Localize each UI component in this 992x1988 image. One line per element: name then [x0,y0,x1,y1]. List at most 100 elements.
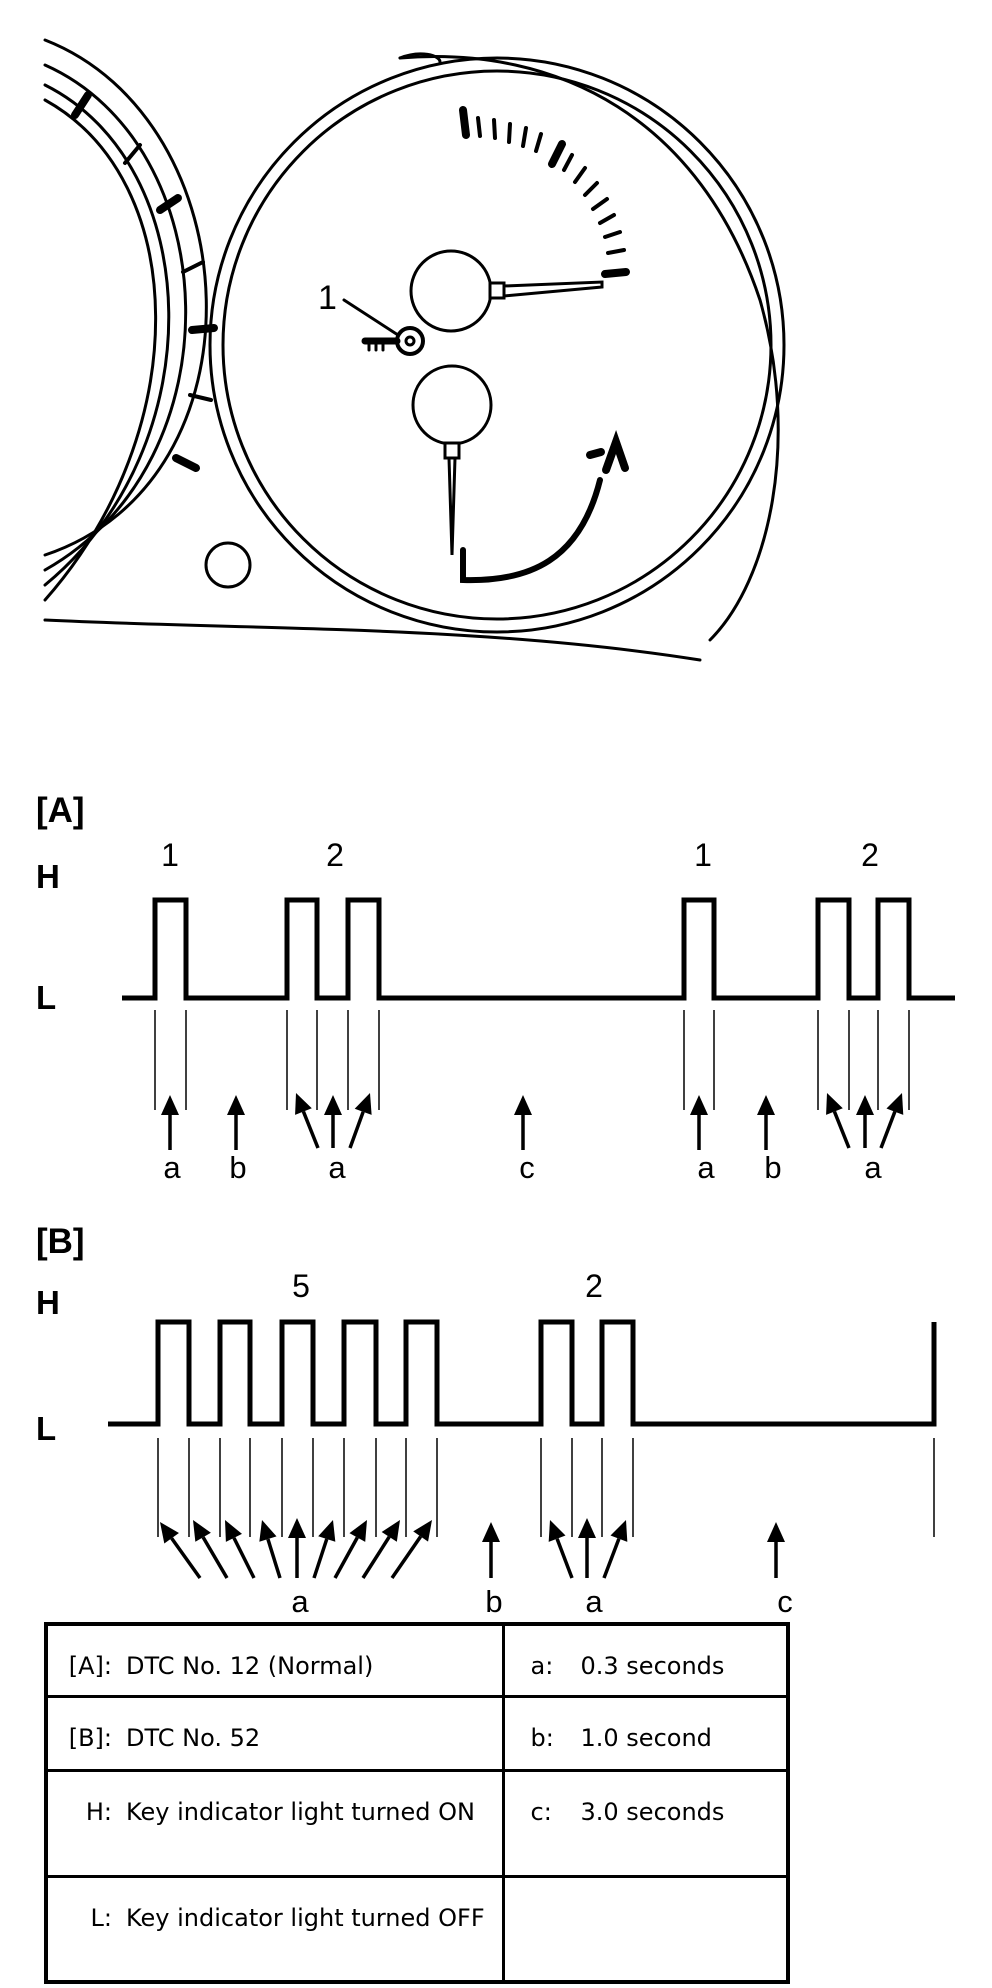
callout-number: 1 [318,279,337,317]
legend-cell: L: Key indicator light turned OFF [48,1874,505,1980]
interval-arrow-shaft [201,1536,229,1579]
legend-value: Key indicator light turned OFF [126,1903,485,1932]
cluster-housing-bottom [43,618,702,662]
interval-arrow-head [856,1095,874,1115]
interval-arrow-shaft [879,1111,897,1149]
interval-arrow-head [826,1093,843,1115]
interval-arrow-head [413,1520,432,1542]
waveform-line [108,1319,937,1427]
legend-key: L: [90,1903,112,1932]
legend-key: [A]: [68,1652,112,1680]
interval-arrow-head [381,1520,400,1542]
interval-arrow-head [482,1522,500,1542]
interval-arrow-shaft [333,1536,359,1579]
interval-arrow-head [259,1520,277,1542]
section-a-interval-b-2: b [764,1150,781,1185]
gauge-bezel-inner [221,69,773,621]
interval-arrow-head [514,1095,532,1115]
section-a-interval-a-1: a [163,1150,181,1185]
tachometer-needle-base [488,281,506,300]
secondary-needle-base [443,441,461,460]
section-b-l-label: L [36,1410,56,1447]
interval-arrow-head [349,1520,367,1542]
interval-arrow-shaft [390,1535,423,1579]
secondary-gauge-end-mark [586,429,629,474]
key-indicator-icon [361,326,425,356]
legend-value: DTC No. 52 [126,1723,261,1752]
legend-cell: c: 3.0 seconds [501,1768,786,1878]
legend-value: 1.0 second [580,1723,712,1752]
legend-row: L: Key indicator light turned OFF [48,1874,786,1980]
section-b-interval-c: c [777,1584,793,1619]
interval-arrow-head [886,1093,904,1115]
interval-arrow-head [767,1522,785,1542]
tachometer-needle [502,280,604,298]
legend-cell: [A]: DTC No. 12 (Normal) [48,1626,505,1698]
interval-arrow-shaft [170,1537,202,1580]
legend-cell [501,1874,786,1980]
tachometer-scale [459,106,630,278]
callout-leader-line [342,298,400,337]
interval-arrow-shaft [361,1535,391,1579]
legend-row: [A]: DTC No. 12 (Normal) a: 0.3 seconds [48,1626,786,1698]
section-b-h-label: H [36,1284,60,1321]
secondary-gauge-hub [411,364,493,446]
interval-arrow-head [288,1518,306,1538]
interval-arrow-shaft [602,1538,621,1579]
section-a-count-1: 1 [161,837,179,873]
interval-arrow-head [161,1095,179,1115]
legend-key: a: [530,1652,554,1680]
section-a-count-2: 2 [326,837,344,873]
interval-arrow-head [225,1520,242,1542]
section-a-interval-arrows [161,1093,904,1150]
reset-knob [204,541,252,589]
interval-arrow-shaft [832,1110,851,1149]
instrument-cluster-illustration [43,38,786,662]
legend-cell: b: 1.0 second [501,1694,786,1772]
cluster-housing-lip [398,52,442,64]
interval-arrow-head [227,1095,245,1115]
legend-cell: [B]: DTC No. 52 [48,1694,505,1772]
legend-key: [B]: [68,1723,112,1752]
secondary-needle [447,456,457,556]
section-a-h-label: H [36,858,60,895]
interval-arrow-head [318,1520,336,1542]
section-a-waveform [122,897,955,1001]
interval-arrow-head [757,1095,775,1115]
interval-arrow-shaft [348,1111,365,1149]
interval-arrow-head [610,1520,628,1542]
interval-arrow-head [690,1095,708,1115]
interval-arrow-shaft [555,1538,574,1579]
legend-value: 3.0 seconds [580,1797,725,1826]
legend-row: H: Key indicator light turned ON c: 3.0 … [48,1768,786,1878]
section-b-count-1: 5 [292,1268,310,1304]
section-b-waveform [108,1319,937,1427]
interval-arrow-shaft [232,1537,256,1579]
speedometer-arc-4 [43,98,158,602]
section-b-interval-a-1: a [291,1584,309,1619]
legend-value: 0.3 seconds [580,1652,725,1680]
interval-arrow-head [160,1522,179,1544]
section-a-label: [A] [36,791,85,830]
section-b-label: [B] [36,1222,85,1261]
tachometer-hub [409,249,493,333]
legend-value: Key indicator light turned ON [126,1797,475,1826]
legend-key: H: [85,1797,112,1826]
interval-arrow-head [548,1520,566,1542]
section-b-interval-b: b [485,1584,502,1619]
interval-arrow-shaft [301,1110,320,1149]
speedometer-arc-2 [43,63,188,572]
section-b-interval-lines [157,1438,935,1537]
legend-cell: H: Key indicator light turned ON [48,1768,505,1878]
legend-cell: a: 0.3 seconds [501,1626,786,1698]
legend-key: b: [530,1723,554,1752]
section-b-count-2: 2 [585,1268,603,1304]
section-a-l-label: L [36,979,56,1016]
section-a-interval-a-4: a [864,1150,882,1185]
section-a-interval-b-1: b [229,1150,246,1185]
secondary-gauge-scale [460,477,603,584]
legend-table: [A]: DTC No. 12 (Normal) a: 0.3 seconds … [44,1622,790,1984]
interval-arrow-head [295,1093,312,1115]
speedometer-arc-3 [43,83,171,587]
